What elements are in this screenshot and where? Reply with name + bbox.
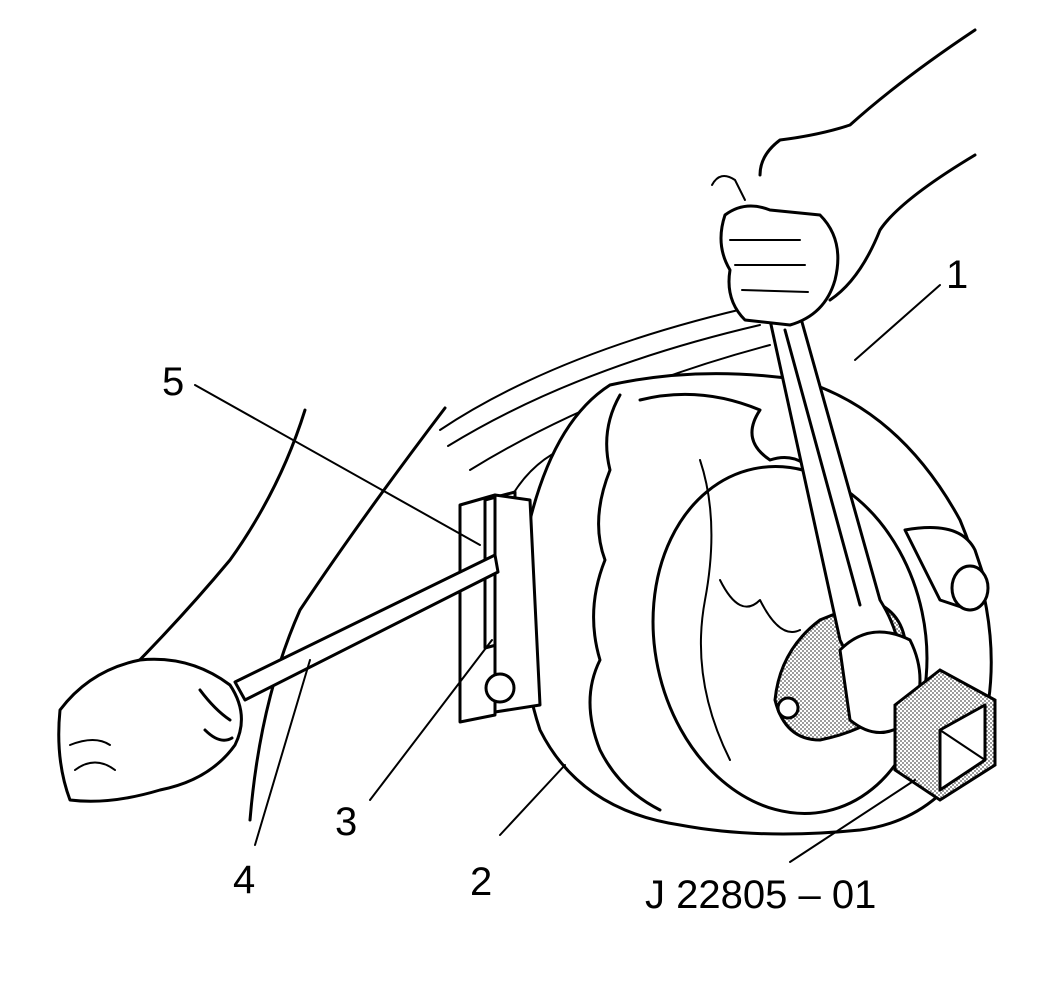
leader-3 — [369, 639, 493, 801]
callout-3: 3 — [335, 800, 357, 844]
pry-bar — [233, 553, 500, 702]
callout-labels: 1 2 3 4 5 J 22805 – 01 — [162, 253, 968, 917]
upper-hand — [711, 28, 977, 327]
leader-lines — [194, 284, 941, 863]
leader-4 — [254, 659, 311, 846]
leader-1 — [854, 284, 941, 361]
leader-tool — [789, 779, 916, 863]
callout-4: 4 — [233, 858, 255, 902]
callout-5: 5 — [162, 360, 184, 404]
leader-2 — [499, 764, 566, 836]
leader-5 — [194, 384, 481, 546]
gauge-bracket — [458, 490, 542, 724]
callout-1: 1 — [946, 253, 968, 297]
tool-number-label: J 22805 – 01 — [645, 873, 876, 917]
socket-tool — [893, 668, 997, 802]
lower-hand — [57, 657, 243, 803]
axle-stub — [903, 526, 990, 612]
callout-2: 2 — [470, 860, 492, 904]
